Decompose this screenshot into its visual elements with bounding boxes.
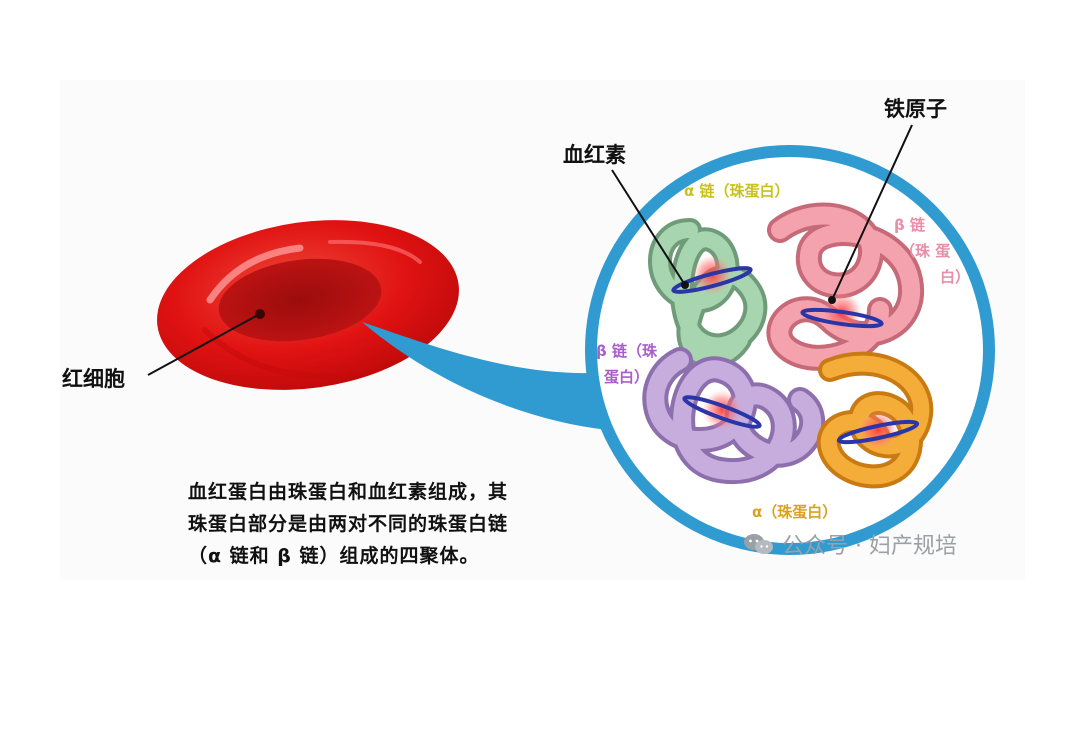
watermark-text: 公众号 · 妇产规培 bbox=[782, 534, 957, 559]
iron-atom-pointer-dot bbox=[828, 296, 836, 304]
hemoglobin-molecule bbox=[642, 202, 934, 489]
diagram-caption: 血红蛋白由珠蛋白和血红素组成，其 珠蛋白部分是由两对不同的珠蛋白链 （α 链和 … bbox=[188, 476, 608, 572]
caption-line-1: 血红蛋白由珠蛋白和血红素组成，其 bbox=[188, 481, 509, 503]
wechat-icon bbox=[744, 534, 773, 554]
alpha-chain-green bbox=[648, 218, 768, 370]
label-iron-atom: 铁原子 bbox=[884, 97, 947, 121]
zoom-callout-tail bbox=[362, 322, 612, 430]
label-alpha-chain-bottom: α（珠蛋白） bbox=[752, 503, 837, 521]
beta-chain-pink bbox=[766, 202, 925, 371]
heme-pointer-dot bbox=[681, 281, 689, 289]
rbc-pointer bbox=[147, 314, 259, 376]
watermark: 公众号 · 妇产规培 bbox=[742, 528, 957, 560]
label-beta-chain-left-2: 蛋白） bbox=[604, 368, 649, 386]
red-blood-cell bbox=[157, 220, 459, 390]
label-beta-chain-right-1: β 链 bbox=[894, 216, 926, 234]
heme-group-1 bbox=[671, 255, 753, 295]
heme-group-3 bbox=[682, 390, 762, 430]
label-beta-chain-right-2: （珠 蛋 bbox=[900, 242, 950, 260]
rbc-pointer-dot bbox=[255, 309, 265, 319]
caption-line-2: 珠蛋白部分是由两对不同的珠蛋白链 bbox=[188, 513, 509, 535]
label-beta-chain-right-3: 白） bbox=[940, 268, 970, 286]
heme-group-4 bbox=[836, 410, 920, 450]
label-alpha-chain-top: α 链（珠蛋白） bbox=[684, 182, 790, 200]
beta-chain-purple bbox=[642, 347, 826, 485]
heme-pointer bbox=[611, 169, 686, 286]
label-rbc: 红细胞 bbox=[62, 367, 125, 391]
iron-atom-pointer bbox=[831, 124, 913, 301]
label-beta-chain-left-1: β 链（珠 bbox=[596, 342, 658, 360]
alpha-chain-orange bbox=[816, 351, 934, 489]
caption-line-3: （α 链和 β 链）组成的四聚体。 bbox=[188, 545, 480, 567]
label-heme: 血红素 bbox=[563, 143, 626, 167]
